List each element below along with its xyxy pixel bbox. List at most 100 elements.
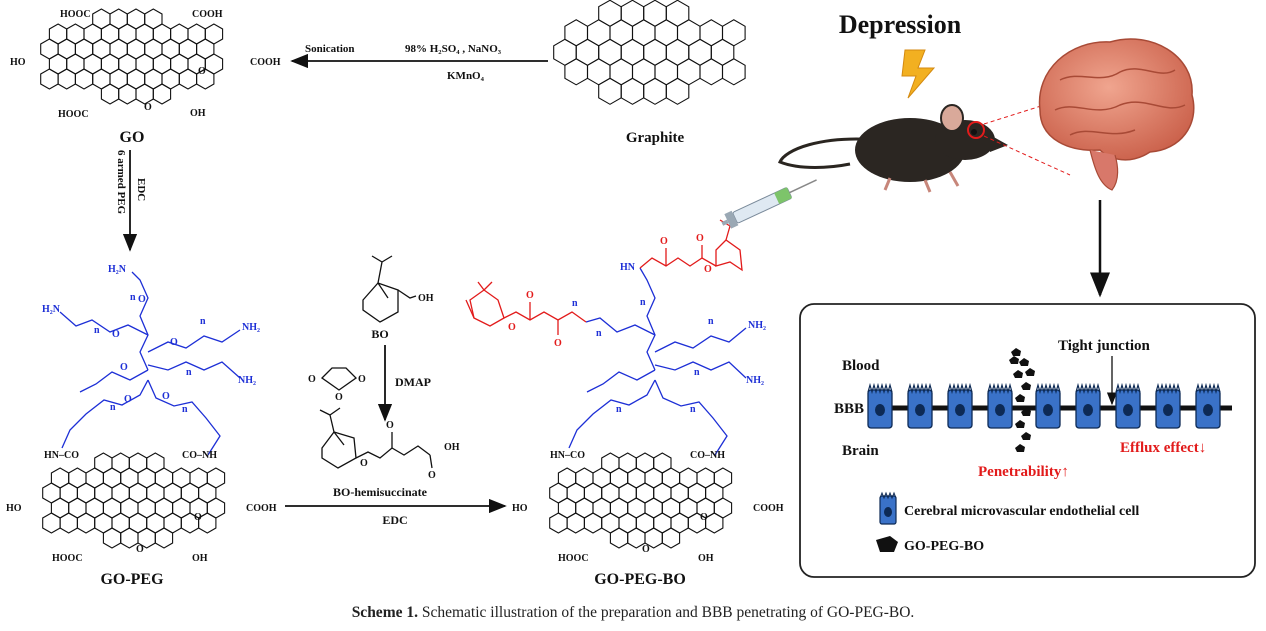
svg-text:O: O [198,66,206,77]
svg-text:n: n [94,325,100,336]
svg-text:n: n [616,404,622,415]
legend-cell-icon [879,491,897,525]
go-peg-label: GO-PEG [100,571,164,588]
svg-text:NH₂: NH₂ [242,322,260,333]
hexagon-ring [598,38,622,66]
oxidation-reagents-bottom: KMnO₄ [447,70,485,82]
go-peg-bo-particle [1021,408,1031,416]
hexagon-ring [549,512,568,534]
endothelial-cell [987,382,1013,429]
go-peg-bo-particle [1015,394,1025,402]
svg-text:O: O [138,294,146,305]
hexagon-ring [620,77,645,105]
hexagon-ring [102,527,122,549]
svg-text:n: n [200,316,206,327]
svg-text:n: n [596,328,602,339]
hexagon-ring [74,68,94,90]
edc-label: EDC [382,513,407,527]
peg-reagent-label: 6 armed PEG [115,150,127,215]
svg-text:n: n [708,316,714,327]
oxidation-reagents-top: 98% H₂SO₄ , NaNO₃ [405,43,502,55]
endothelial-cell [1115,382,1141,429]
svg-text:O: O [554,338,562,349]
hexagon-ring [135,83,154,105]
go-peg-sheet [42,452,226,549]
svg-text:O: O [308,374,316,385]
hexagon-ring [643,38,667,66]
go-peg-bo-particle [1015,420,1025,428]
svg-text:OH: OH [698,553,714,564]
brain-label: Brain [842,443,879,459]
hexagon-ring [76,512,96,534]
hexagon-ring [676,19,701,47]
graphite-sheet [553,0,746,105]
svg-text:O: O [642,544,650,555]
peg-bo-groups: HN O O O n O O O NH₂ NH₂ n n n n n n HN–… [508,233,784,564]
svg-text:OH: OH [192,553,208,564]
endothelial-cell [867,382,893,429]
hexagon-ring [598,77,622,105]
efflux-label: Efflux effect↓ [1120,440,1206,456]
svg-text:n: n [130,292,136,303]
svg-text:O: O [700,512,708,523]
peg-end-groups: H₂N H₂N NH₂ NH₂ n n n n n n O O O O O O … [42,264,260,461]
hexagon-ring [631,58,656,86]
hexagon-ring [40,68,59,90]
hexagon-ring [654,19,679,47]
svg-text:NH₂: NH₂ [238,375,256,386]
hexagon-ring [721,19,746,47]
svg-text:CO–NH: CO–NH [182,450,217,461]
svg-text:HN–CO: HN–CO [44,450,79,461]
hexagon-ring [118,83,137,105]
svg-text:n: n [572,298,578,309]
hexagon-ring [583,512,603,534]
hexagon-ring [57,68,76,90]
syringe-icon [721,179,817,229]
hexagon-ring [620,38,645,66]
svg-text:O: O [120,362,128,373]
hexagon-ring [665,0,690,27]
svg-text:HOOC: HOOC [52,553,83,564]
hexagon-ring [710,38,735,66]
sonication-label: Sonication [305,43,355,55]
peg-edc-label: EDC [135,178,147,201]
hexagon-ring [705,512,724,534]
go-peg-bo-sheet [549,452,733,549]
go-peg-bo-particle [1013,370,1023,378]
hexagon-ring [42,512,61,534]
endothelial-cell [1195,382,1221,429]
bo-hemisuccinate-structure [319,407,433,469]
hexagon-ring [566,512,585,534]
svg-text:O: O [124,394,132,405]
bo-oh: OH [418,293,434,304]
hexagon-ring [198,512,217,534]
hexagon-ring [564,58,589,86]
svg-text:COOH: COOH [753,503,784,514]
svg-text:O: O [162,391,170,402]
svg-text:NH₂: NH₂ [748,320,766,331]
mouse-brain-marker [967,121,985,139]
svg-text:NH₂: NH₂ [746,375,764,386]
svg-text:COOH: COOH [192,9,223,20]
peg-arms-left [59,271,241,456]
go-peg-bo-particle [1011,348,1021,356]
svg-text:n: n [186,367,192,378]
peg-bo-arms [568,267,747,456]
dmap-label: DMAP [395,375,431,389]
svg-text:HOOC: HOOC [58,109,89,120]
lightning-icon [901,49,936,99]
legend-drug-label: GO-PEG-BO [904,539,984,554]
hexagon-ring [620,0,645,27]
svg-text:O: O [704,264,712,275]
svg-text:O: O [428,470,436,481]
svg-text:n: n [690,404,696,415]
hexagon-ring [178,68,198,90]
hexagon-ring [152,83,172,105]
hexagon-ring [59,512,78,534]
hexagon-ring [575,38,600,66]
svg-text:O: O [360,458,368,469]
svg-text:HOOC: HOOC [558,553,589,564]
svg-text:O: O [136,544,144,555]
hexagon-ring [643,0,667,27]
